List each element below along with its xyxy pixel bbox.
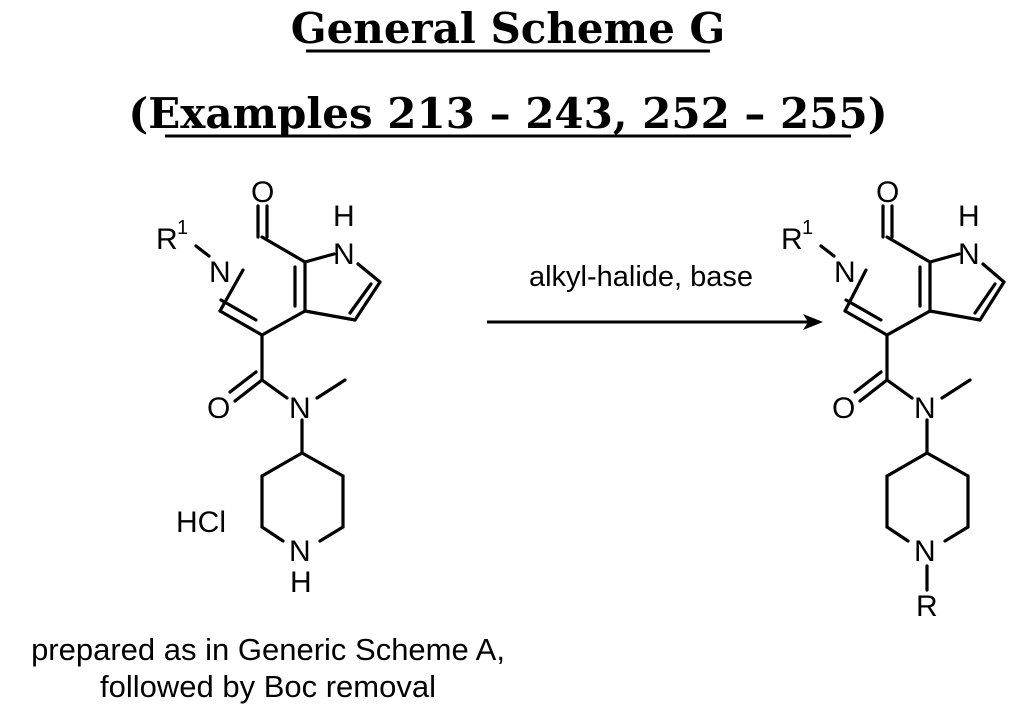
sm-amide-nitrogen: N (289, 392, 311, 425)
reaction-arrow (487, 314, 823, 330)
pr-ring-oxygen: O (876, 176, 899, 209)
sm-pyrrole-h: H (333, 200, 355, 233)
pr-piperidine-nitrogen: N (914, 535, 936, 568)
pr-ring-nitrogen: N (834, 256, 856, 289)
starting-material-structure: R 1 N O H N O N N H HCl (156, 176, 380, 599)
pr-r1-superscript: 1 (802, 217, 813, 239)
sm-ring-oxygen: O (251, 176, 274, 209)
sm-piperidine-h: H (290, 566, 312, 599)
pr-pyrrole-h: H (958, 200, 980, 233)
sm-amide-oxygen: O (207, 392, 230, 425)
pr-amide-nitrogen: N (914, 392, 936, 425)
hcl-salt-label: HCl (176, 506, 226, 539)
sm-piperidine-nitrogen: N (289, 535, 311, 568)
sm-ring-nitrogen: N (209, 256, 231, 289)
sm-r1-superscript: 1 (177, 217, 188, 239)
scheme-subtitle: (Examples 213 – 243, 252 – 255) (128, 89, 887, 138)
pr-r1-label: R (781, 223, 803, 256)
product-structure: R 1 N O H N O N N R (781, 176, 1004, 623)
pr-pyrrole-n: N (958, 238, 980, 271)
starting-material-caption-line1: prepared as in Generic Scheme A, (31, 632, 505, 667)
scheme-title: General Scheme G (291, 4, 726, 53)
sm-pyrrole-n: N (333, 238, 355, 271)
starting-material-caption-line2: followed by Boc removal (100, 669, 436, 704)
pr-r-substituent: R (916, 590, 938, 623)
sm-r1-label: R (156, 223, 178, 256)
reagents-label: alkyl-halide, base (529, 261, 753, 293)
product-atoms: R 1 N O H N O N N R (781, 176, 980, 623)
pr-amide-oxygen: O (832, 392, 855, 425)
